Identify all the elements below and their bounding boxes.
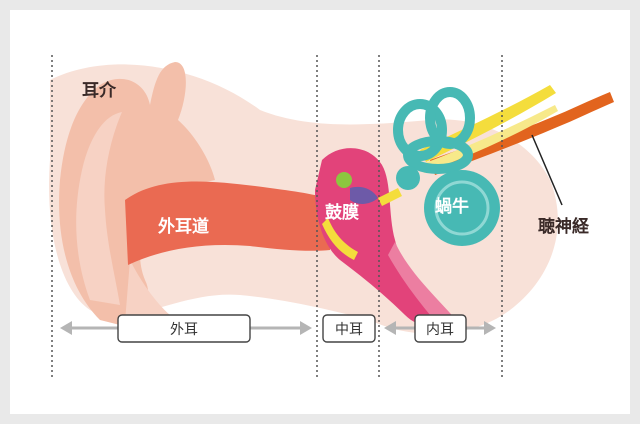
vestibule bbox=[396, 166, 420, 190]
ossicle-malleus bbox=[336, 172, 352, 188]
label-outer-ear: 外耳 bbox=[170, 322, 198, 338]
label-inner-ear: 内耳 bbox=[426, 322, 454, 338]
label-auditory-nerve: 聴神経 bbox=[538, 216, 590, 237]
label-ear-canal: 外耳道 bbox=[158, 216, 209, 237]
label-auricle: 耳介 bbox=[82, 80, 117, 101]
ear-anatomy-diagram: 耳介 外耳道 鼓膜 蝸牛 聴神経 外耳 中耳 内耳 bbox=[10, 10, 630, 414]
label-eardrum: 鼓膜 bbox=[325, 202, 359, 223]
label-cochlea: 蝸牛 bbox=[435, 196, 469, 217]
diagram-panel: 耳介 外耳道 鼓膜 蝸牛 聴神経 外耳 中耳 内耳 bbox=[10, 10, 630, 414]
label-middle-ear: 中耳 bbox=[335, 322, 363, 338]
